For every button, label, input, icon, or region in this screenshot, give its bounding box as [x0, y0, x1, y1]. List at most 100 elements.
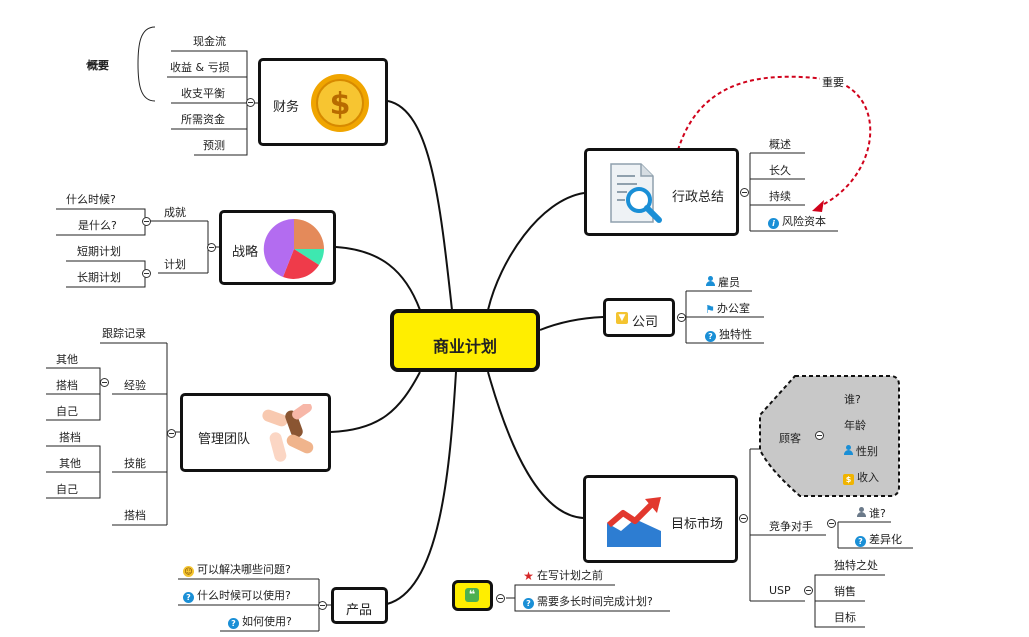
- market-topic[interactable]: 目标市场: [583, 475, 738, 563]
- person-icon: [856, 507, 866, 518]
- person-icon: [843, 445, 853, 456]
- question-icon: ?: [228, 618, 239, 629]
- note-collapse-toggle[interactable]: [496, 594, 505, 603]
- note-item[interactable]: ?需要多长时间完成计划?: [523, 593, 653, 609]
- strategy-item[interactable]: 长期计划: [77, 271, 121, 284]
- market-group-toggle[interactable]: [804, 586, 813, 595]
- dollar-coin-icon: $: [311, 74, 369, 132]
- customer-item[interactable]: $收入: [843, 469, 879, 485]
- question-icon: ?: [183, 592, 194, 603]
- relation-arrowhead: [812, 200, 824, 212]
- product-item[interactable]: ☺可以解决哪些问题?: [183, 563, 291, 577]
- team-group-label[interactable]: 技能: [124, 457, 146, 470]
- company-title: 公司: [632, 315, 659, 330]
- finance-item[interactable]: 现金流: [193, 35, 226, 48]
- link-center-exec: [487, 192, 585, 311]
- team-topic[interactable]: 管理团队: [180, 393, 331, 472]
- market-group-label[interactable]: 顾客: [779, 432, 801, 445]
- exec-summary-item[interactable]: 长久: [769, 164, 791, 177]
- strategy-group-toggle[interactable]: [142, 269, 151, 278]
- company-item[interactable]: 雇员: [705, 274, 740, 290]
- team-item[interactable]: 跟踪记录: [102, 327, 146, 340]
- exec-summary-item[interactable]: 概述: [769, 138, 791, 151]
- strategy-item[interactable]: 什么时候?: [66, 193, 116, 206]
- exec-summary-item[interactable]: 持续: [769, 190, 791, 203]
- product-item[interactable]: ?如何使用?: [228, 613, 292, 629]
- finance-item[interactable]: 预测: [203, 139, 225, 152]
- finance-item[interactable]: 收益 & 亏损: [170, 61, 230, 74]
- question-icon: ?: [705, 331, 716, 342]
- usp-item[interactable]: 销售: [834, 585, 856, 598]
- finance-title: 财务: [273, 100, 300, 115]
- team-item[interactable]: 搭档: [56, 379, 78, 392]
- customer-boundary: [759, 375, 900, 497]
- smile-icon: ☺: [183, 566, 194, 577]
- strategy-item[interactable]: 是什么?: [78, 219, 117, 232]
- strategy-collapse-toggle[interactable]: [207, 243, 216, 252]
- finance-topic[interactable]: 财务 $: [258, 58, 388, 146]
- strategy-title: 战略: [232, 245, 259, 260]
- team-item[interactable]: 其他: [59, 457, 81, 470]
- usp-item[interactable]: 目标: [834, 611, 856, 624]
- company-topic[interactable]: ▼ 公司: [603, 298, 675, 337]
- market-group-label[interactable]: 竞争对手: [769, 520, 813, 533]
- team-group-label[interactable]: 经验: [124, 379, 146, 392]
- team-group-toggle[interactable]: [100, 378, 109, 387]
- team-item[interactable]: 搭档: [59, 431, 81, 444]
- note-item[interactable]: ★在写计划之前: [523, 569, 603, 583]
- competitor-item[interactable]: ?差异化: [855, 531, 902, 547]
- team-item[interactable]: 自己: [56, 483, 78, 496]
- finance-summary-label: 概要: [87, 59, 109, 72]
- market-collapse-toggle[interactable]: [739, 514, 748, 523]
- product-title: 产品: [346, 603, 373, 618]
- market-group-label[interactable]: USP: [769, 584, 791, 597]
- question-icon: ?: [855, 536, 866, 547]
- note-topic[interactable]: ❝: [452, 580, 493, 611]
- quote-icon: ❝: [465, 588, 479, 602]
- market-group-toggle[interactable]: [827, 519, 836, 528]
- relation-label[interactable]: 重要: [820, 74, 846, 90]
- person-icon: [705, 276, 715, 287]
- team-item[interactable]: 自己: [56, 405, 78, 418]
- finance-item[interactable]: 收支平衡: [181, 87, 225, 100]
- customer-item[interactable]: 性别: [843, 443, 878, 459]
- company-collapse-toggle[interactable]: [677, 313, 686, 322]
- star-icon: ★: [523, 569, 534, 583]
- strategy-group-label[interactable]: 计划: [164, 258, 186, 271]
- team-title: 管理团队: [198, 432, 251, 447]
- link-center-company: [539, 316, 604, 331]
- strategy-group-toggle[interactable]: [142, 217, 151, 226]
- finance-item[interactable]: 所需资金: [181, 113, 225, 126]
- customer-item[interactable]: 年龄: [844, 419, 866, 432]
- market-group-toggle[interactable]: [815, 431, 824, 440]
- document-search-icon: [610, 163, 662, 223]
- customer-item[interactable]: 谁?: [844, 393, 861, 406]
- teamwork-hands-icon: [262, 404, 314, 462]
- relation-important: [677, 75, 872, 209]
- product-topic[interactable]: 产品: [331, 587, 388, 624]
- finance-collapse-toggle[interactable]: [246, 98, 255, 107]
- center-topic[interactable]: 商业计划: [390, 309, 540, 372]
- strategy-group-label[interactable]: 成就: [164, 206, 186, 219]
- usp-item[interactable]: 独特之处: [834, 559, 878, 572]
- strategy-topic[interactable]: 战略: [219, 210, 336, 285]
- product-collapse-toggle[interactable]: [318, 601, 327, 610]
- link-center-team: [330, 371, 421, 433]
- dollar-icon: $: [843, 474, 854, 485]
- team-item[interactable]: 其他: [56, 353, 78, 366]
- competitor-item[interactable]: 谁?: [856, 505, 886, 521]
- team-item[interactable]: 搭档: [124, 509, 146, 522]
- exec-summary-title: 行政总结: [672, 190, 725, 205]
- strategy-item[interactable]: 短期计划: [77, 245, 121, 258]
- center-title: 商业计划: [432, 337, 497, 356]
- exec-summary-collapse-toggle[interactable]: [740, 188, 749, 197]
- pie-chart-icon: [263, 218, 324, 279]
- growth-chart-icon: [607, 497, 661, 547]
- team-collapse-toggle[interactable]: [167, 429, 176, 438]
- exec-summary-topic[interactable]: 行政总结: [584, 148, 739, 236]
- product-item[interactable]: ?什么时候可以使用?: [183, 587, 291, 603]
- company-item[interactable]: ⚑办公室: [705, 302, 750, 316]
- company-item[interactable]: ?独特性: [705, 326, 752, 342]
